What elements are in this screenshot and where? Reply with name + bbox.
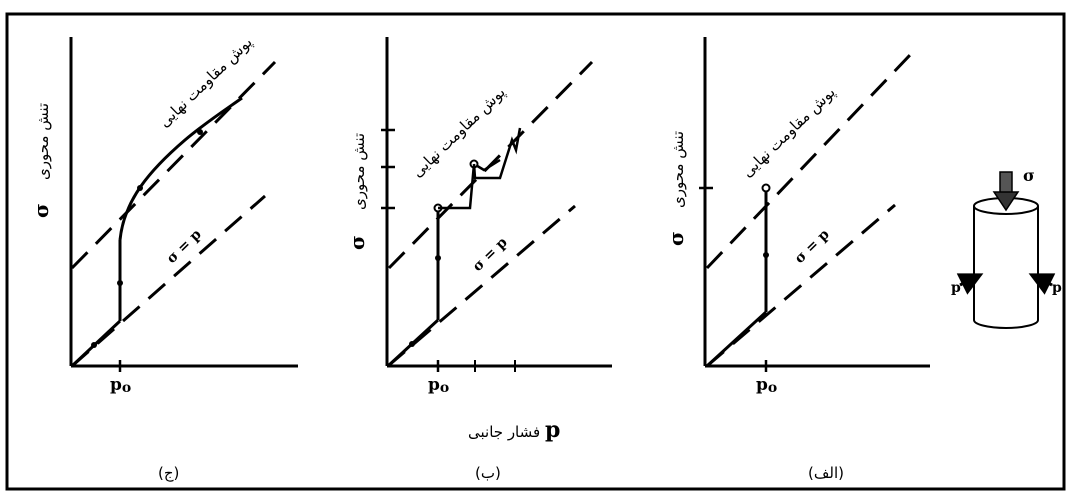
stepped-path [472,127,522,180]
lateral-arrow-right-icon [1028,273,1056,295]
sigma-eq-p-label: σ = p [792,226,833,267]
envelope-label: پوش مقاومت نهایی [738,83,839,182]
p0-label: po [756,375,777,396]
sigma-axis-symbol: σ [664,231,688,246]
sigma-eq-p-label: σ = p [164,226,205,267]
specimen-p-left-label: p [951,280,961,296]
stepped-path [438,158,501,210]
failure-point [761,183,771,193]
panel-alef: po σ تنش محوری پوش مقاومت نهایی σ = p (ا… [664,37,930,482]
axial-stress-label: تنش محوری [34,103,52,180]
panel-jim: po σ تنش محوری پوش مقاومت نهایی σ = p (ج… [29,33,298,483]
axial-stress-label: تنش محوری [669,131,687,208]
failure-envelope-line [705,53,912,270]
sigma-axis-symbol: σ [29,203,53,218]
hydrostatic-path [705,310,768,368]
failure-envelope-line [70,60,277,270]
panel-caption-be: (ب) [475,464,501,482]
cylinder-bottom [973,319,1039,329]
envelope-label: پوش مقاومت نهایی [155,33,256,132]
path-marker [91,342,97,348]
lateral-pressure-label: فشار جانبی [468,423,540,441]
specimen-p-right-label: p [1052,280,1062,296]
path-marker [197,129,203,135]
axial-stress-label: تنش محوری [350,133,368,210]
sigma-eq-p-label: σ = p [470,234,511,275]
p0-label: po [110,375,131,396]
path-marker [409,341,415,347]
panel-caption-jim: (ج) [158,464,179,483]
specimen-sigma-label: σ [1023,166,1035,185]
x-axis-title: p فشار جانبی [468,417,560,443]
p-axis-symbol: p [545,417,560,443]
axial-arrow-shaft [999,171,1013,195]
path-marker [435,255,441,261]
path-marker [137,185,143,191]
panel-be: po σ تنش محوری پوش مقاومت نهایی σ = p (ب… [345,37,612,482]
axial-arrow-icon [992,191,1020,212]
lateral-arrow-left-icon [956,273,984,295]
path-marker [763,252,769,258]
path-marker [117,280,123,286]
specimen-cylinder: σ p p [951,166,1062,329]
loading-curve [118,96,243,241]
figure-frame [5,12,1066,491]
p0-label: po [428,375,449,396]
sigma-axis-symbol: σ [345,235,369,250]
envelope-label: پوش مقاومت نهایی [408,83,509,182]
panel-caption-alef: (الف) [808,464,844,482]
